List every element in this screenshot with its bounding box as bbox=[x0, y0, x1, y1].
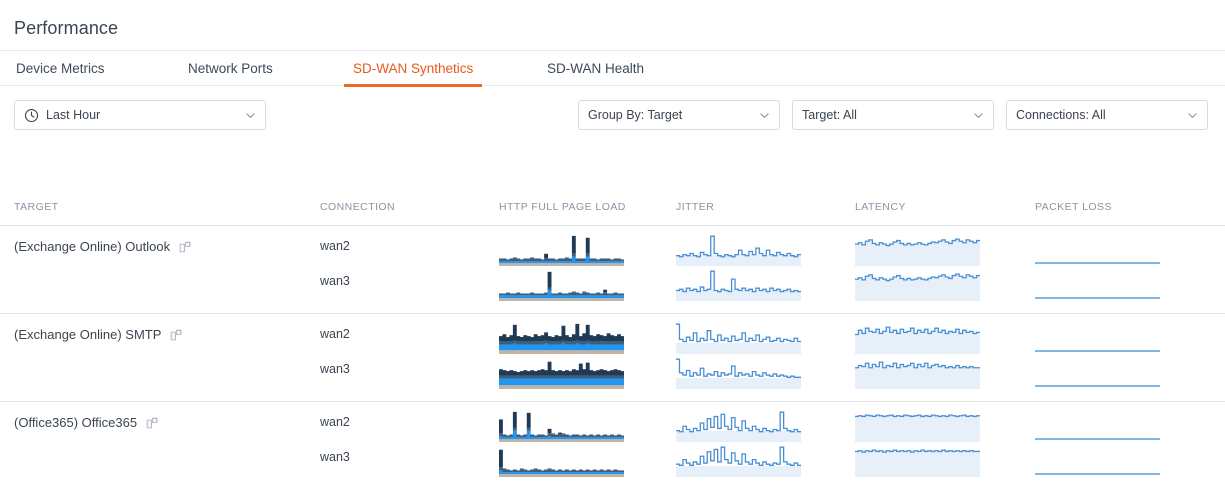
packet-loss-sparkline[interactable] bbox=[1035, 357, 1160, 389]
latency-sparkline[interactable] bbox=[855, 269, 980, 301]
column-header-connection: CONNECTION bbox=[320, 201, 396, 213]
connection-label: wan2 bbox=[320, 327, 350, 341]
connection-label: wan3 bbox=[320, 274, 350, 288]
tab-network-ports[interactable]: Network Ports bbox=[186, 50, 275, 86]
http-full-page-load-sparkline[interactable] bbox=[499, 234, 624, 266]
chevron-down-icon[interactable] bbox=[973, 110, 984, 121]
http-full-page-load-sparkline[interactable] bbox=[499, 322, 624, 354]
tab-sd-wan-synthetics[interactable]: SD-WAN Synthetics bbox=[343, 50, 483, 87]
tab-label: Device Metrics bbox=[16, 60, 105, 76]
chevron-down-icon[interactable] bbox=[759, 110, 770, 121]
table-row: (Exchange Online) SMTP wan2 wan3 bbox=[0, 314, 1225, 402]
tab-label: Network Ports bbox=[188, 60, 273, 76]
latency-sparkline[interactable] bbox=[855, 234, 980, 266]
http-full-page-load-sparkline[interactable] bbox=[499, 357, 624, 389]
jitter-sparkline[interactable] bbox=[676, 410, 801, 442]
table-row: (Exchange Online) Outlook wan2 wan3 bbox=[0, 226, 1225, 314]
target-select[interactable]: Target: All bbox=[792, 100, 994, 130]
connection-label: wan3 bbox=[320, 450, 350, 464]
clock-icon bbox=[24, 108, 39, 123]
external-link-icon[interactable] bbox=[170, 329, 182, 341]
connection-label: wan2 bbox=[320, 415, 350, 429]
external-link-icon[interactable] bbox=[179, 241, 191, 253]
connections-select[interactable]: Connections: All bbox=[1006, 100, 1208, 130]
filter-bar: Last Hour Group By: Target Target: All Conn… bbox=[0, 86, 1225, 146]
select-value: Group By: Target bbox=[588, 108, 683, 122]
tab-label: SD-WAN Synthetics bbox=[353, 60, 474, 76]
latency-sparkline[interactable] bbox=[855, 322, 980, 354]
jitter-sparkline[interactable] bbox=[676, 357, 801, 389]
target-cell[interactable]: (Exchange Online) Outlook bbox=[14, 239, 191, 254]
packet-loss-sparkline[interactable] bbox=[1035, 269, 1160, 301]
connection-label: wan3 bbox=[320, 362, 350, 376]
group-by-select[interactable]: Group By: Target bbox=[578, 100, 780, 130]
http-full-page-load-sparkline[interactable] bbox=[499, 269, 624, 301]
jitter-sparkline[interactable] bbox=[676, 445, 801, 477]
tab-bar: Device Metrics Network Ports SD-WAN Synthe… bbox=[0, 50, 1225, 87]
latency-sparkline[interactable] bbox=[855, 445, 980, 477]
packet-loss-sparkline[interactable] bbox=[1035, 410, 1160, 442]
table-row: (Office365) Office365 wan2 wan3 bbox=[0, 402, 1225, 489]
latency-sparkline[interactable] bbox=[855, 410, 980, 442]
external-link-icon[interactable] bbox=[146, 417, 158, 429]
jitter-sparkline[interactable] bbox=[676, 269, 801, 301]
connection-label: wan2 bbox=[320, 239, 350, 253]
packet-loss-sparkline[interactable] bbox=[1035, 445, 1160, 477]
tab-device-metrics[interactable]: Device Metrics bbox=[14, 50, 107, 86]
column-header-loss: PACKET LOSS bbox=[1035, 201, 1112, 213]
select-value: Connections: All bbox=[1016, 108, 1106, 122]
column-header-target: TARGET bbox=[14, 201, 59, 213]
page-title: Performance bbox=[14, 18, 119, 38]
target-cell[interactable]: (Exchange Online) SMTP bbox=[14, 327, 182, 342]
http-full-page-load-sparkline[interactable] bbox=[499, 410, 624, 442]
tab-sd-wan-health[interactable]: SD-WAN Health bbox=[545, 50, 646, 86]
select-value: Target: All bbox=[802, 108, 857, 122]
packet-loss-sparkline[interactable] bbox=[1035, 322, 1160, 354]
chevron-down-icon[interactable] bbox=[1187, 110, 1198, 121]
table-header: TARGET CONNECTION HTTP FULL PAGE LOAD JITTE… bbox=[0, 198, 1225, 226]
target-name: (Office365) Office365 bbox=[14, 415, 138, 430]
packet-loss-sparkline[interactable] bbox=[1035, 234, 1160, 266]
jitter-sparkline[interactable] bbox=[676, 322, 801, 354]
target-cell[interactable]: (Office365) Office365 bbox=[14, 415, 158, 430]
tab-label: SD-WAN Health bbox=[547, 60, 645, 76]
target-name: (Exchange Online) Outlook bbox=[14, 239, 171, 254]
column-header-jitter: JITTER bbox=[676, 201, 715, 213]
column-header-latency: LATENCY bbox=[855, 201, 906, 213]
select-value: Last Hour bbox=[46, 108, 101, 122]
time-range-select[interactable]: Last Hour bbox=[14, 100, 266, 130]
target-name: (Exchange Online) SMTP bbox=[14, 327, 162, 342]
http-full-page-load-sparkline[interactable] bbox=[499, 445, 624, 477]
column-header-http: HTTP FULL PAGE LOAD bbox=[499, 201, 626, 213]
chevron-down-icon[interactable] bbox=[245, 110, 256, 121]
jitter-sparkline[interactable] bbox=[676, 234, 801, 266]
latency-sparkline[interactable] bbox=[855, 357, 980, 389]
